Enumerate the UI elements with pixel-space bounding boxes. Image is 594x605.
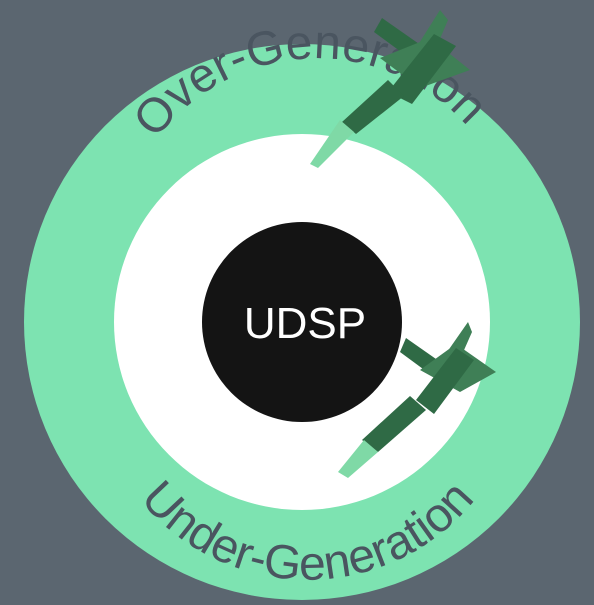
- dart-icon: [310, 10, 470, 168]
- dart-icon: [338, 322, 496, 478]
- bullseye: [202, 222, 402, 422]
- center-label: UDSP: [244, 299, 366, 348]
